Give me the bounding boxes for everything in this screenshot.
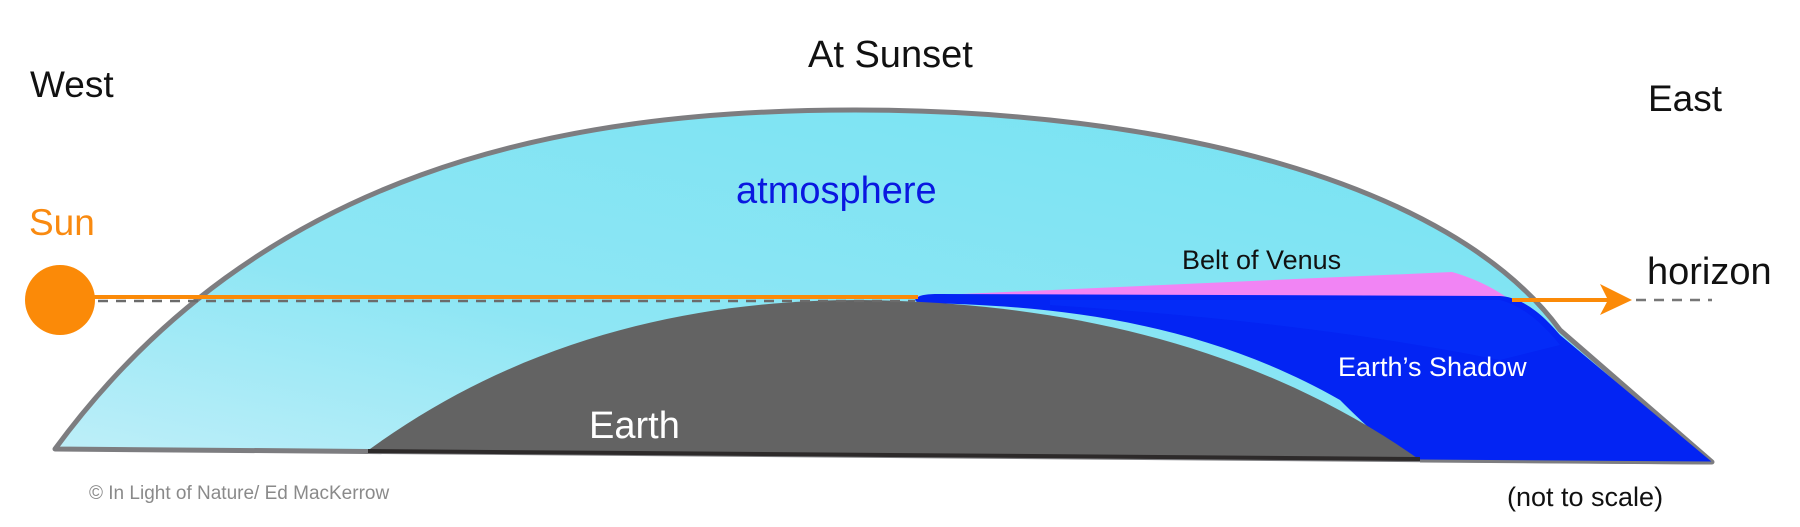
earths-shadow-label: Earth’s Shadow xyxy=(1338,352,1527,382)
credit-text: © In Light of Nature/ Ed MacKerrow xyxy=(89,483,390,504)
earths-shadow-band xyxy=(915,294,1712,462)
earths-shadow-highlight xyxy=(1050,300,1560,360)
earth-label: Earth xyxy=(589,405,680,447)
earth-shape xyxy=(370,300,1420,460)
sun-icon xyxy=(25,265,95,335)
sun-label: Sun xyxy=(29,202,95,243)
diagram-title: At Sunset xyxy=(808,34,973,76)
belt-of-venus-band xyxy=(918,272,1560,336)
horizon-label: horizon xyxy=(1647,251,1772,293)
east-label: East xyxy=(1648,78,1723,119)
atmosphere-label: atmosphere xyxy=(736,170,937,212)
earth-baseline xyxy=(367,449,1421,461)
atmosphere-baseline-right xyxy=(1419,459,1713,465)
belt-of-venus-label: Belt of Venus xyxy=(1182,245,1342,275)
not-to-scale-note: (not to scale) xyxy=(1507,482,1664,512)
arrow-head-icon xyxy=(1600,284,1632,315)
west-label: West xyxy=(30,64,114,105)
